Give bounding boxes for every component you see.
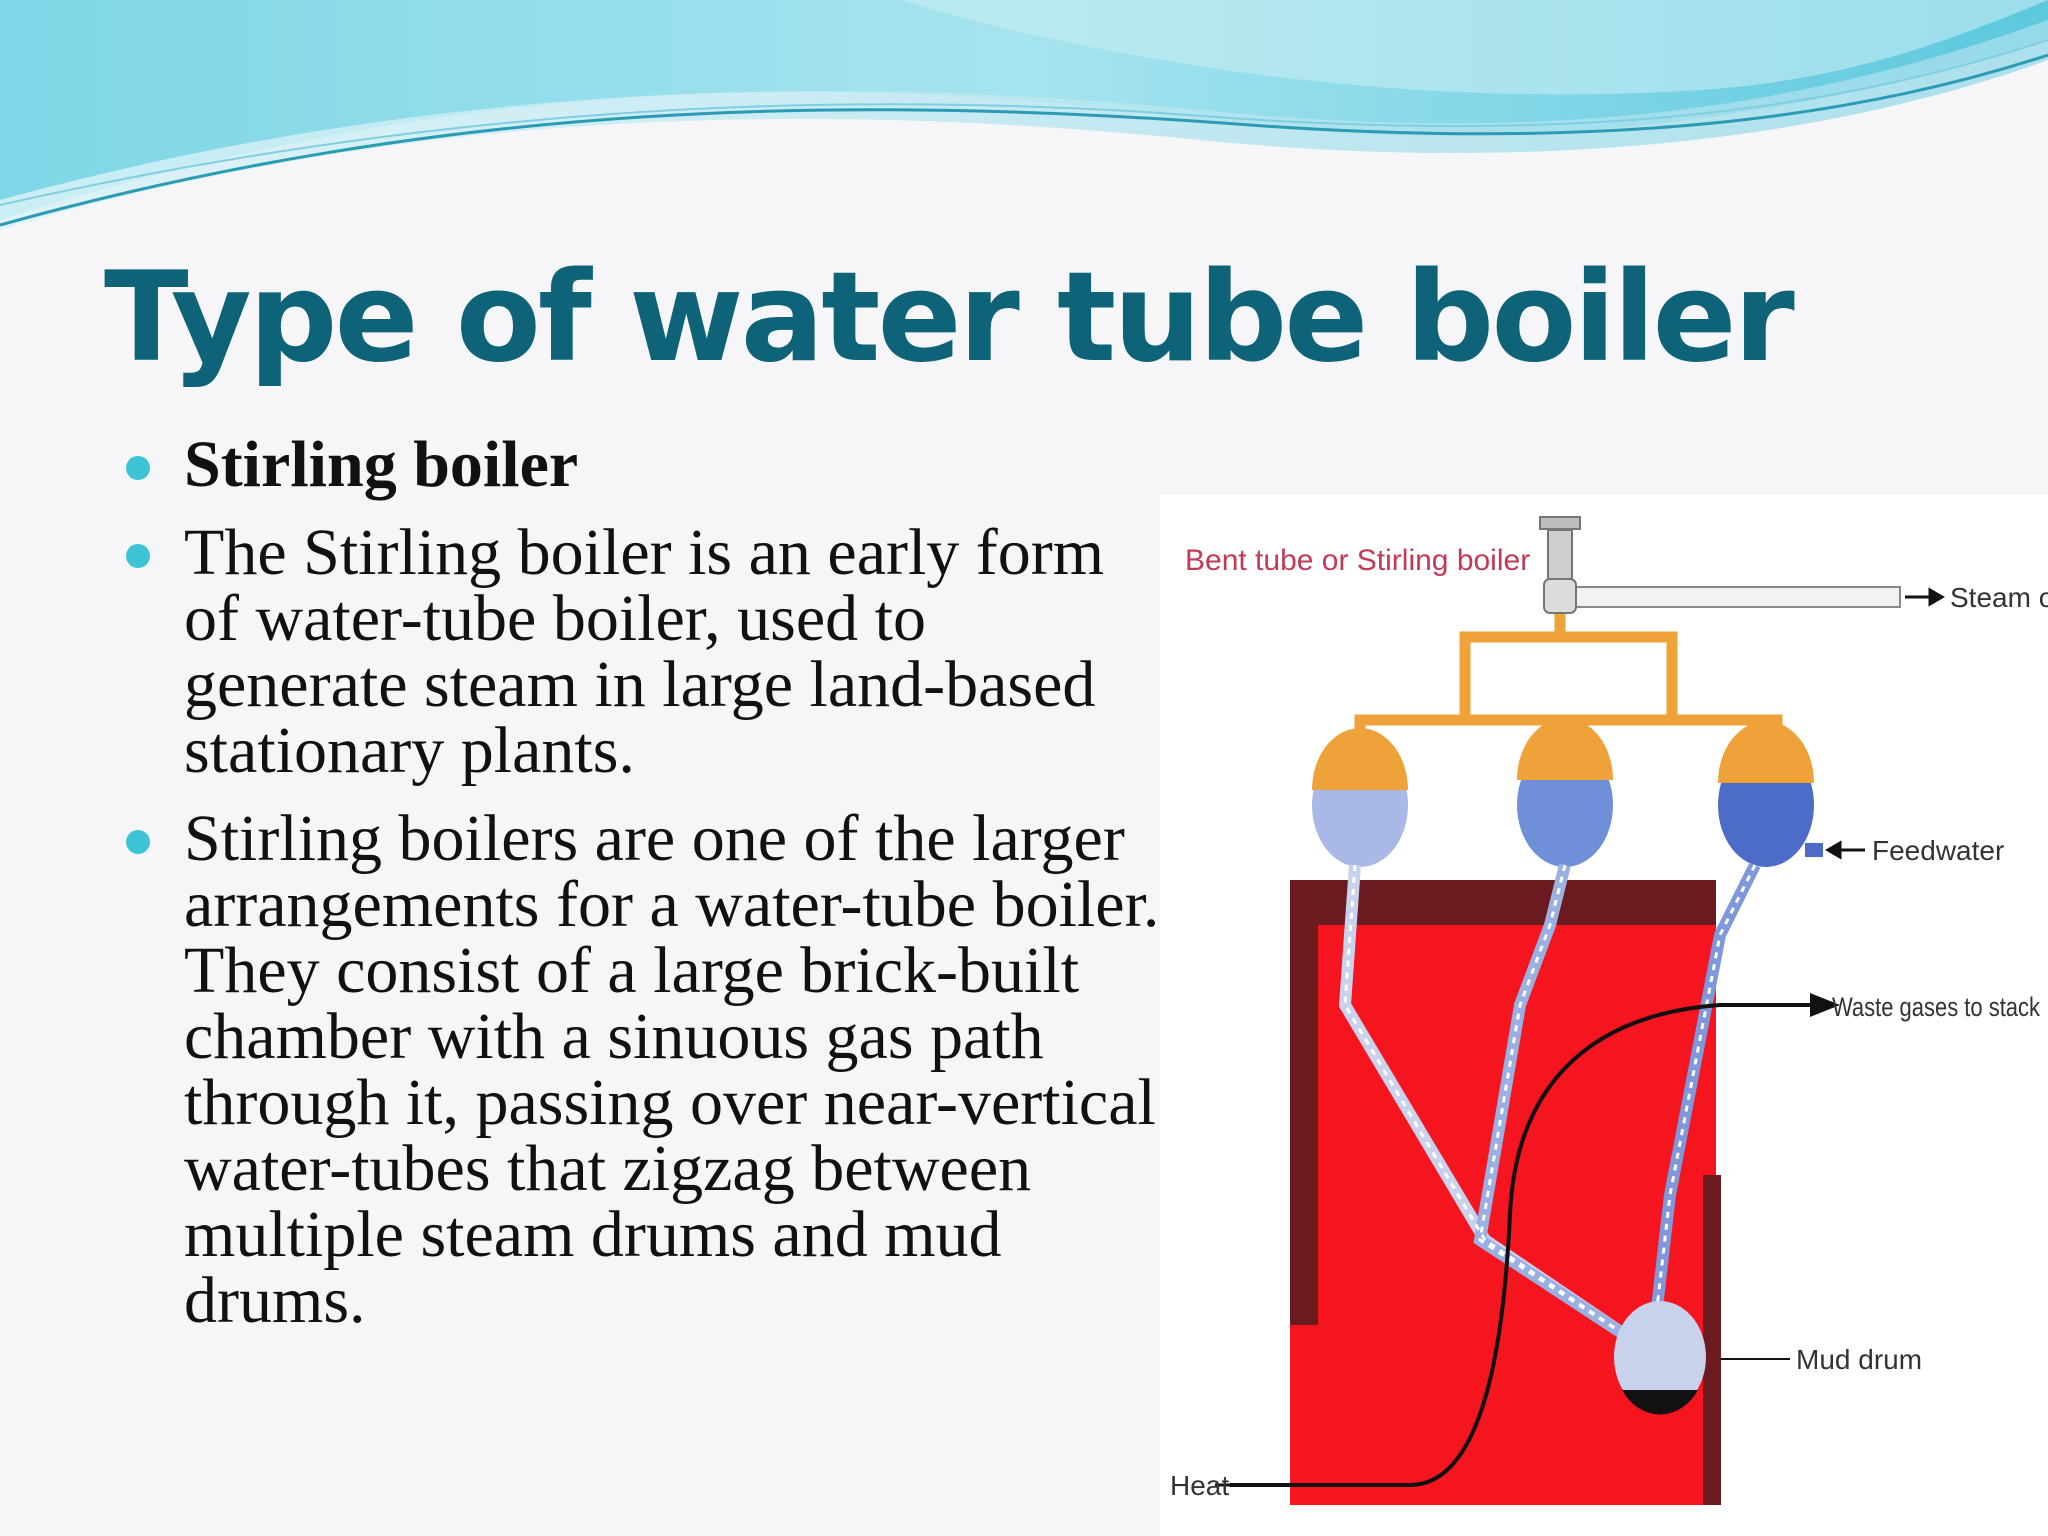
- gas-arrow-icon: [1810, 993, 1840, 1017]
- bullet-item: Stirling boiler: [120, 432, 1160, 498]
- label-waste-gases: Waste gases to stack: [1832, 992, 2040, 1022]
- water-tube-highlights: [1343, 864, 1757, 1347]
- steam-valve-icon: [1539, 516, 1581, 614]
- slide-title: Type of water tube boiler: [104, 246, 1795, 390]
- bullet-text: Stirling boiler: [184, 432, 579, 501]
- bullet-text: The Stirling boiler is an early form of …: [184, 516, 1105, 787]
- gas-path-line: [1230, 1003, 1810, 1487]
- steam-drum-middle: [1517, 718, 1613, 867]
- bullet-item: The Stirling boiler is an early form of …: [120, 520, 1160, 784]
- furnace-wall-right: [1703, 1175, 1721, 1505]
- steam-offtake-pipe: [1569, 586, 1901, 608]
- label-arrows: [1215, 587, 1945, 1487]
- label-heat: Heat: [1170, 1470, 1229, 1501]
- bullet-item: Stirling boilers are one of the larger a…: [120, 806, 1160, 1334]
- mud-drum: [1614, 1301, 1706, 1415]
- bullet-text: Stirling boilers are one of the larger a…: [184, 802, 1160, 1337]
- header-wave-decoration: [0, 0, 2048, 230]
- label-steam-offtake: Steam off-take: [1950, 582, 2048, 613]
- bullet-dot-icon: [126, 456, 150, 480]
- label-mud-drum: Mud drum: [1796, 1344, 1922, 1375]
- steam-drum-left: [1312, 728, 1408, 867]
- bullet-dot-icon: [126, 544, 150, 568]
- stirling-boiler-diagram: Bent tube or Stirling boiler Steam off-t…: [1160, 495, 2048, 1536]
- steam-drum-right: [1718, 721, 1823, 867]
- bullet-dot-icon: [126, 830, 150, 854]
- diagram-title: Bent tube or Stirling boiler: [1185, 544, 1530, 577]
- furnace-wall-top: [1290, 880, 1716, 1325]
- bullet-list: Stirling boiler The Stirling boiler is a…: [120, 432, 1160, 1356]
- label-feedwater: Feedwater: [1872, 835, 2004, 866]
